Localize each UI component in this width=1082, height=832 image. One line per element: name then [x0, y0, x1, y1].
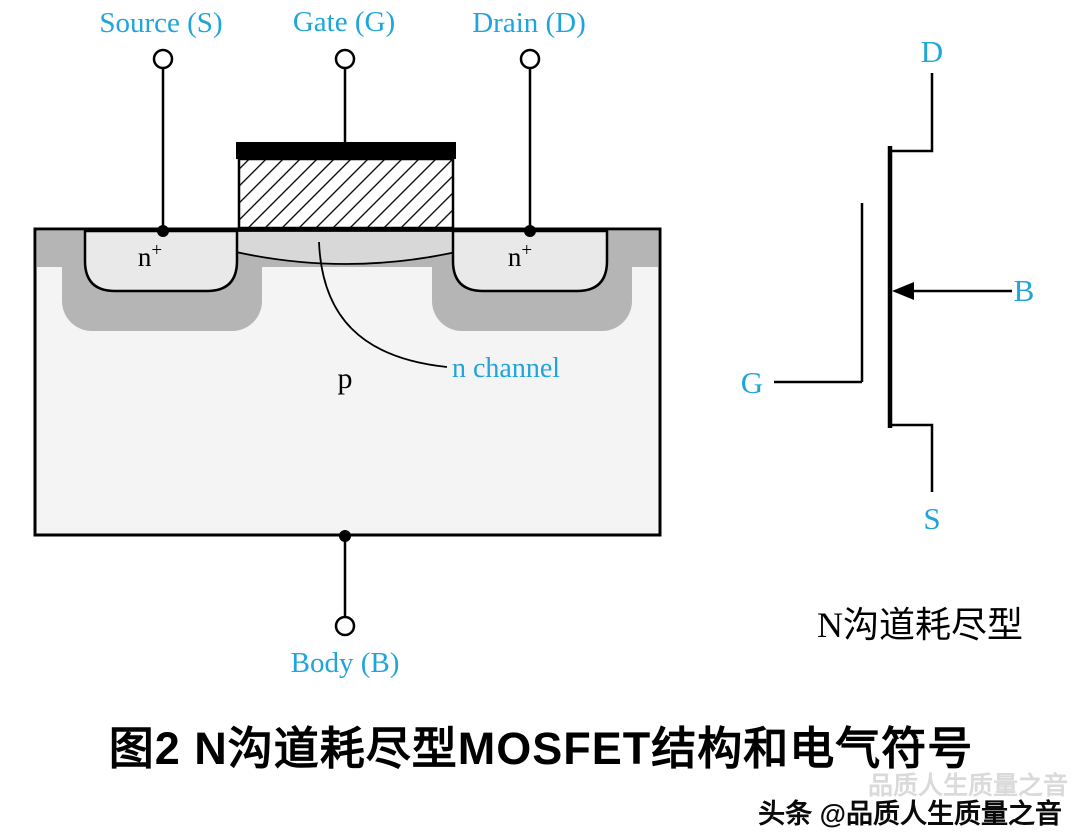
symbol-source-label: S: [923, 501, 940, 536]
symbol-bulk-arrowhead: [892, 282, 914, 300]
n-plus-right-label: n+: [508, 240, 532, 272]
symbol-caption: N沟道耗尽型: [817, 605, 1023, 645]
gate-terminal-circle: [334, 48, 356, 70]
symbol-drain-lead: [890, 73, 934, 153]
n-plus-right-base: n: [508, 242, 522, 272]
body-terminal-label: Body (B): [291, 647, 400, 679]
figure-title: 图2 N沟道耗尽型MOSFET结构和电气符号: [108, 723, 974, 774]
gate-contact-dot: [339, 143, 351, 155]
n-plus-source-well: [83, 229, 239, 293]
n-plus-left-sup: +: [151, 240, 162, 261]
drain-terminal-label: Drain (D): [472, 7, 586, 39]
gate-terminal-label: Gate (G): [293, 6, 395, 38]
source-terminal-label: Source (S): [99, 7, 222, 39]
n-plus-right-sup: +: [521, 240, 532, 261]
watermark-ghost: 品质人生质量之音: [867, 772, 1068, 800]
n-plus-left-base: n: [138, 242, 152, 272]
drain-terminal-circle: [519, 48, 541, 70]
n-channel-label: n channel: [452, 353, 560, 384]
symbol-drain-label: D: [921, 34, 943, 69]
n-channel-pointer-curve: [318, 241, 448, 368]
mosfet-circuit-symbol: D G B S N沟道耗尽型: [741, 34, 1035, 645]
symbol-source-lead: [890, 423, 934, 492]
source-contact-dot: [157, 225, 169, 237]
p-substrate-label: p: [338, 362, 353, 395]
n-plus-drain-well: [451, 229, 609, 293]
mosfet-figure-svg: Source (S) Gate (G) Drain (D): [33, 6, 1035, 679]
source-terminal-circle: [152, 48, 174, 70]
n-plus-left-label: n+: [138, 240, 162, 272]
symbol-gate-label: G: [741, 365, 763, 400]
symbol-bulk-label: B: [1014, 273, 1035, 308]
gate-oxide-hatched: [237, 157, 455, 230]
body-terminal-circle: [334, 615, 356, 637]
mosfet-structure-diagram: Source (S) Gate (G) Drain (D): [33, 6, 662, 679]
drain-contact-dot: [524, 225, 536, 237]
watermark-text: 头条 @品质人生质量之音: [758, 799, 1062, 829]
n-channel-region: [235, 230, 457, 265]
